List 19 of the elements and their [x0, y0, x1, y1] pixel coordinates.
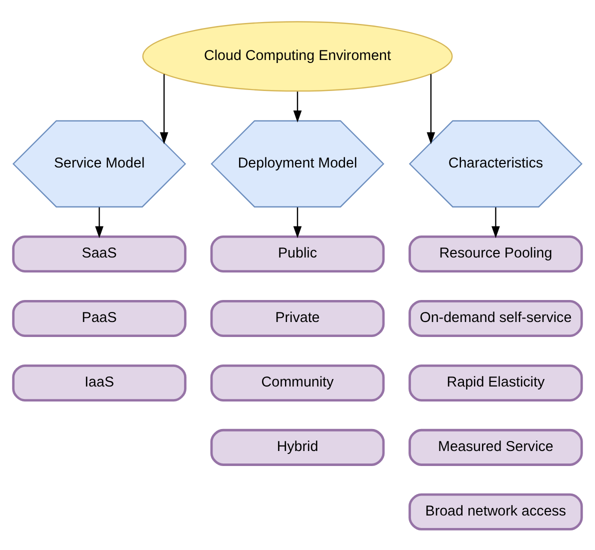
node-box: Hybrid — [210, 428, 385, 466]
node-box: Resource Pooling — [408, 235, 583, 272]
node-box: Rapid Elasticity — [408, 364, 583, 401]
arrow — [95, 206, 104, 238]
node-box: On-demand self-service — [408, 299, 583, 336]
node-box: Measured Service — [408, 428, 583, 466]
arrow — [293, 91, 302, 122]
arrow — [160, 74, 168, 144]
node-box: Private — [210, 299, 385, 336]
node-box: SaaS — [12, 235, 186, 272]
arrow — [492, 206, 500, 238]
node-box: Public — [210, 235, 385, 272]
node-ellipse: Cloud Computing Enviroment — [142, 20, 453, 92]
node-box: Community — [210, 364, 385, 401]
arrow — [293, 206, 302, 238]
node-box: Broad network access — [408, 492, 583, 530]
node-box: IaaS — [12, 364, 186, 401]
arrow — [426, 74, 436, 144]
node-box: PaaS — [12, 299, 186, 336]
